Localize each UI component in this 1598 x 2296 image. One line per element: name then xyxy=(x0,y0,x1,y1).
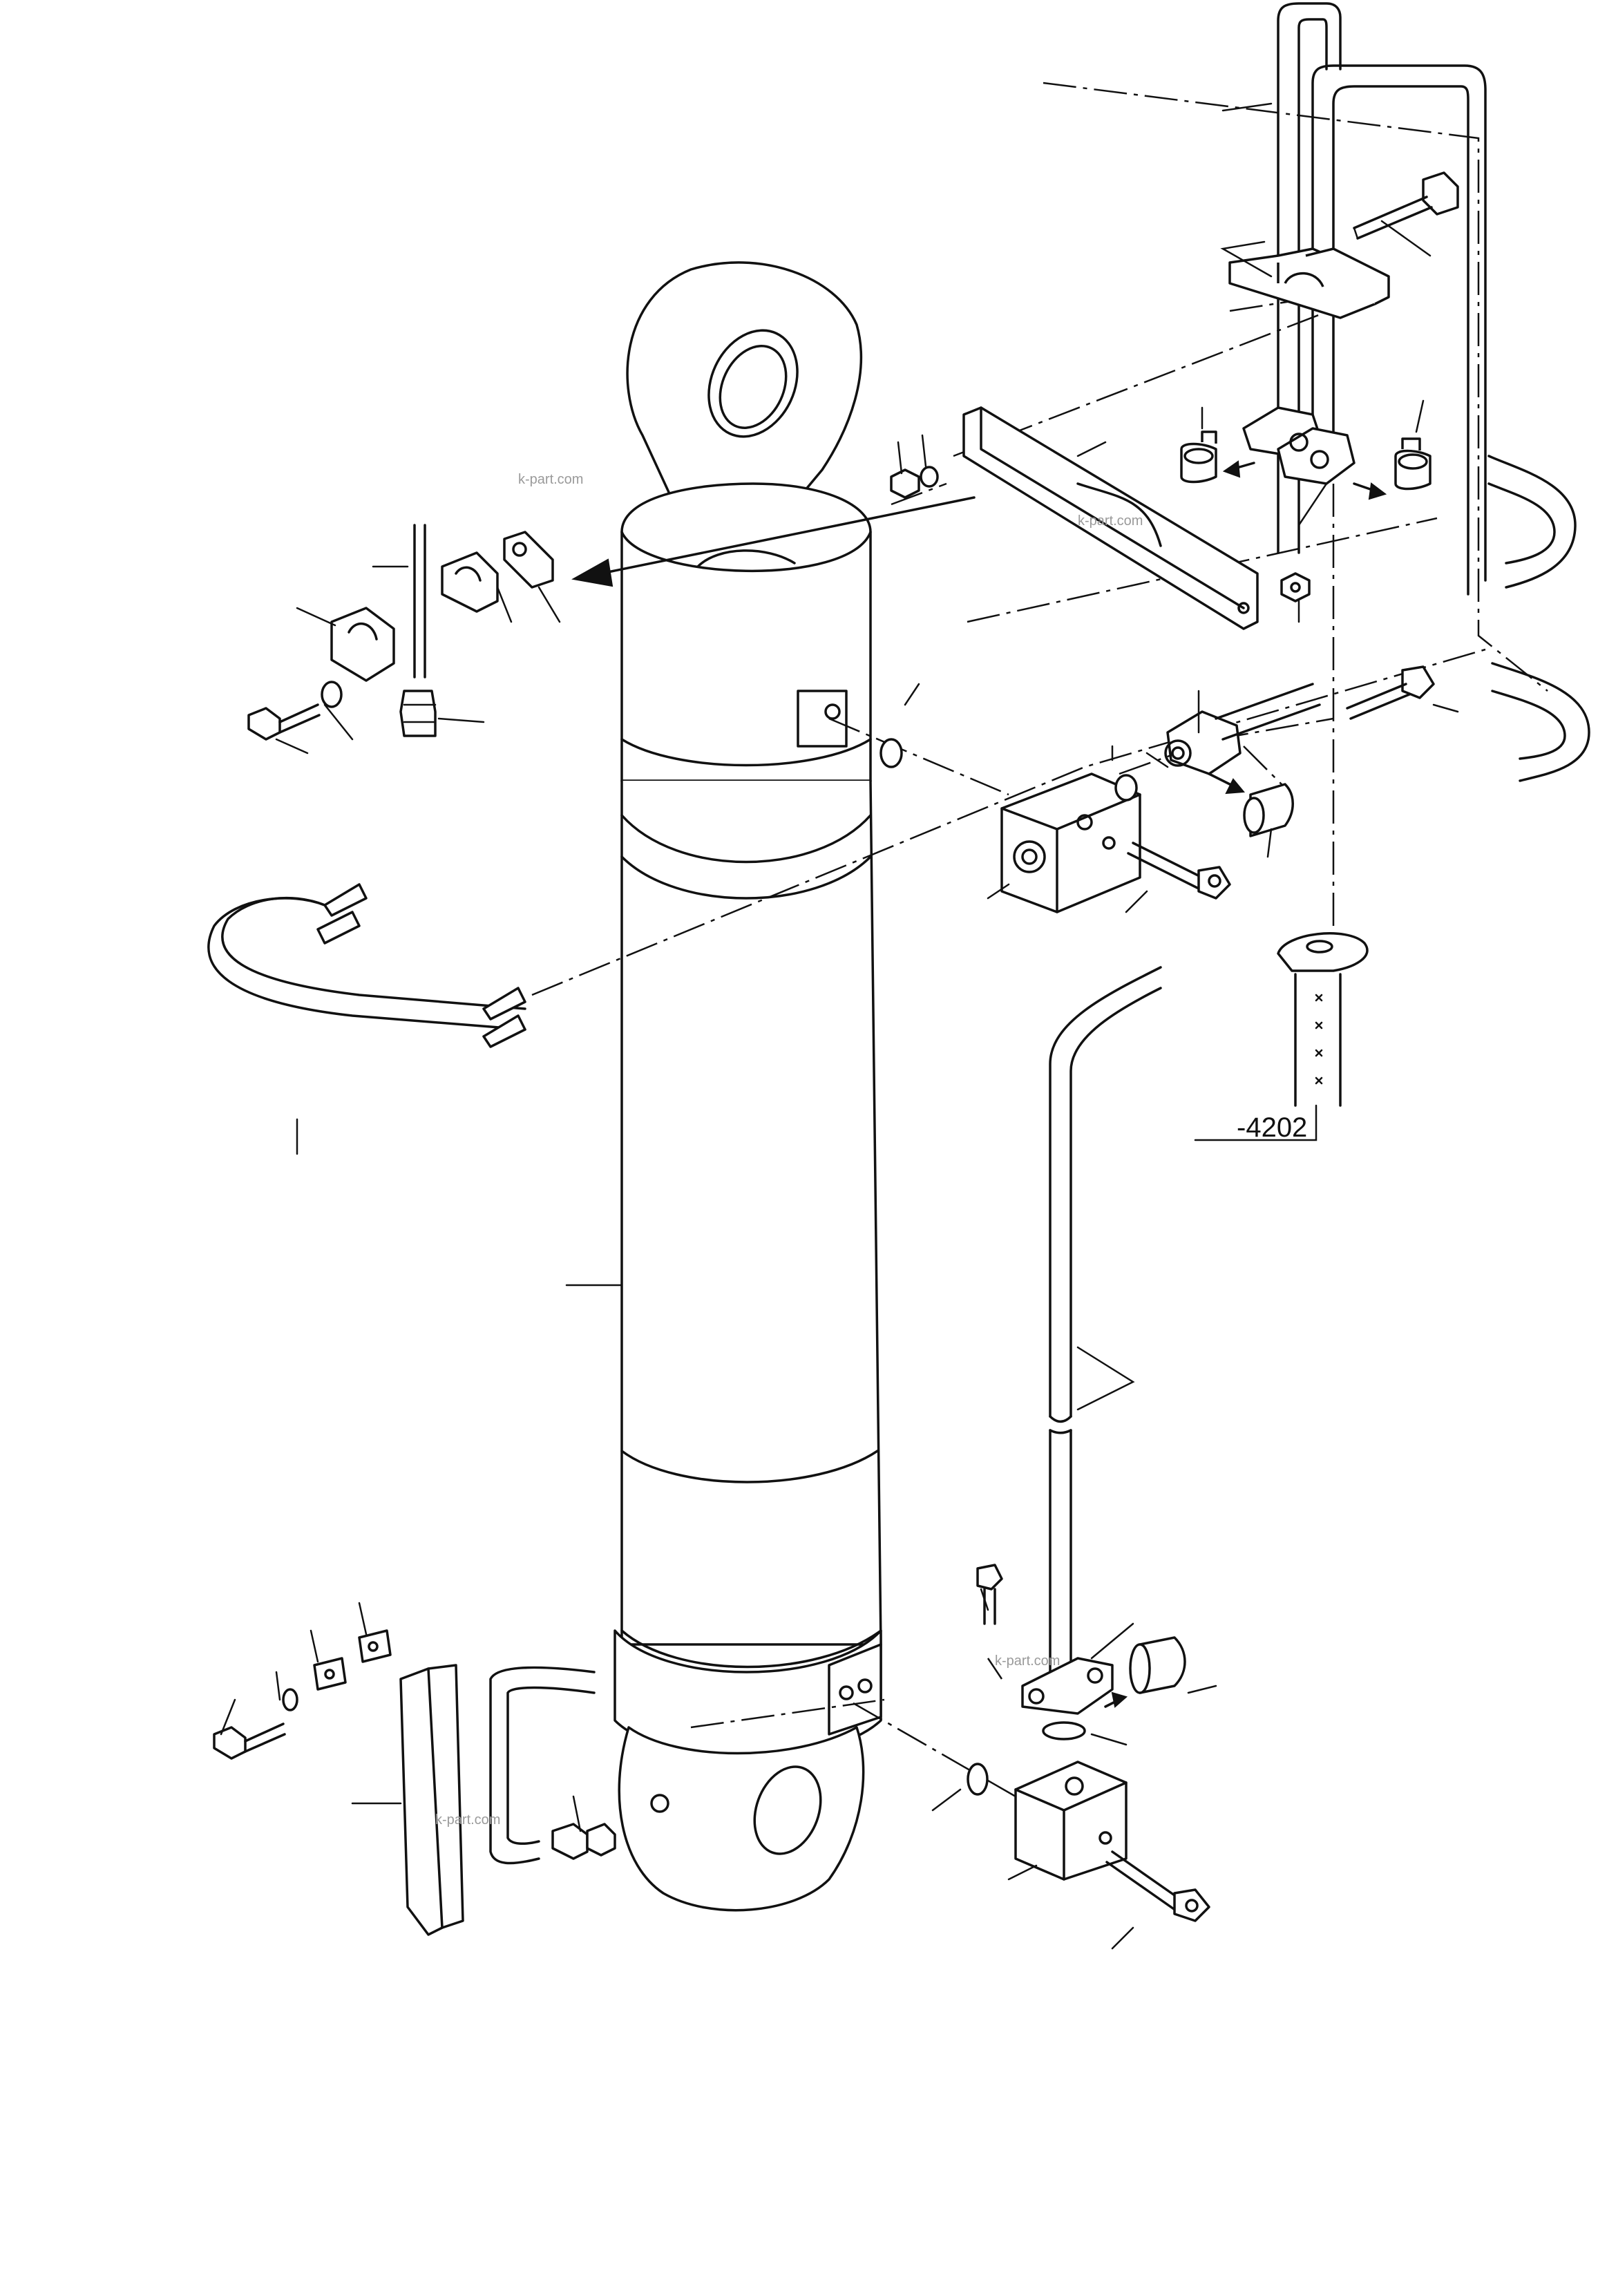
hydraulic-cylinder xyxy=(613,261,882,1912)
long-pipe xyxy=(976,966,1186,1740)
watermark-4: k-part.com xyxy=(435,1812,500,1828)
left-clamp-detail xyxy=(247,524,554,741)
watermark-3: k-part.com xyxy=(995,1653,1060,1669)
valve-block-upper xyxy=(879,665,1435,913)
watermark-2: k-part.com xyxy=(1078,513,1143,529)
reference-label: -4202 xyxy=(1237,1112,1307,1143)
watermarks: k-part.com k-part.com k-part.com k-part.… xyxy=(435,472,1143,1828)
watermark-1: k-part.com xyxy=(518,472,583,487)
bracket-bar xyxy=(571,406,1311,630)
valve-block-lower xyxy=(967,1761,1210,1922)
u-strap xyxy=(207,883,526,1048)
upper-pipe-assembly xyxy=(1180,2,1590,782)
callout-leaders xyxy=(220,102,1459,1950)
lower-left-parts xyxy=(213,1629,616,1936)
hose-assembly: -4202 xyxy=(1194,932,1369,1143)
